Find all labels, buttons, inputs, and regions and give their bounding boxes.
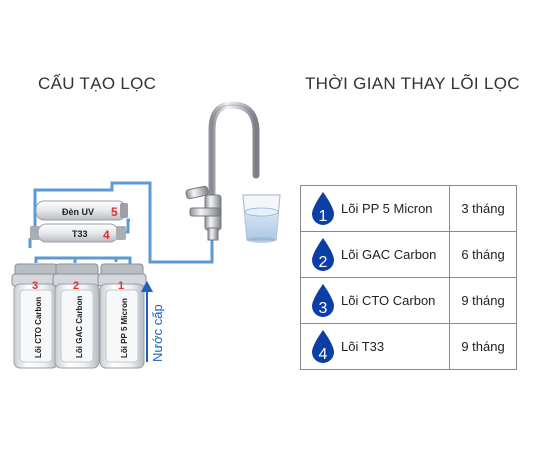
- replacement-time: 9 tháng: [449, 277, 517, 324]
- filter-label-2: Lõi GAC Carbon: [75, 296, 84, 358]
- drop-number: 4: [319, 346, 328, 363]
- water-drop-icon: 1: [312, 191, 334, 225]
- table-row: 3 Lõi CTO Carbon 9 tháng: [300, 277, 517, 324]
- filter-housing-1: [97, 263, 147, 369]
- filter-housing-2: [52, 263, 102, 369]
- replacement-time: 3 tháng: [449, 185, 517, 232]
- filter-label-3: Lõi CTO Carbon: [34, 297, 43, 358]
- uv-number: 5: [111, 205, 118, 219]
- uv-label: Đèn UV: [62, 207, 94, 217]
- filter-name: Lõi PP 5 Micron: [341, 201, 433, 216]
- table-row: 2 Lõi GAC Carbon 6 tháng: [300, 231, 517, 278]
- filter-label-1: Lõi PP 5 Micron: [120, 298, 129, 358]
- water-glass: [242, 194, 281, 243]
- replacement-time: 9 tháng: [449, 323, 517, 370]
- t33-label: T33: [72, 229, 88, 239]
- filter-number-3: 3: [32, 280, 38, 292]
- structure-title: CẤU TẠO LỌC: [38, 74, 157, 93]
- water-pipes: [28, 181, 214, 268]
- uv-lamp: [35, 200, 128, 221]
- drop-number: 3: [319, 300, 328, 317]
- table-row: 4 Lõi T33 9 tháng: [300, 323, 517, 370]
- table-row: 1 Lõi PP 5 Micron 3 tháng: [300, 185, 517, 232]
- filter-name: Lõi GAC Carbon: [341, 247, 437, 262]
- drop-number: 1: [319, 208, 328, 225]
- filter-name: Lõi T33: [341, 339, 385, 354]
- water-drop-icon: 3: [312, 283, 334, 317]
- filter-housing-3: [11, 263, 61, 369]
- t33-number: 4: [103, 228, 110, 242]
- water-drop-icon: 2: [312, 237, 334, 271]
- inlet-arrow: [141, 281, 153, 362]
- water-drop-icon: 4: [312, 329, 334, 363]
- inlet-label: Nước cấp: [150, 304, 165, 362]
- filter-number-2: 2: [73, 280, 79, 292]
- replacement-title: THỜI GIAN THAY LÕI LỌC: [305, 74, 520, 93]
- filter-name: Lõi CTO Carbon: [341, 293, 436, 308]
- replacement-time: 6 tháng: [449, 231, 517, 278]
- t33-cartridge: [30, 223, 126, 243]
- faucet: [185, 101, 260, 241]
- filter-number-1: 1: [118, 280, 124, 292]
- drop-number: 2: [319, 254, 328, 271]
- replacement-table: 1 Lõi PP 5 Micron 3 tháng 2 Lõi GAC Carb…: [300, 185, 517, 370]
